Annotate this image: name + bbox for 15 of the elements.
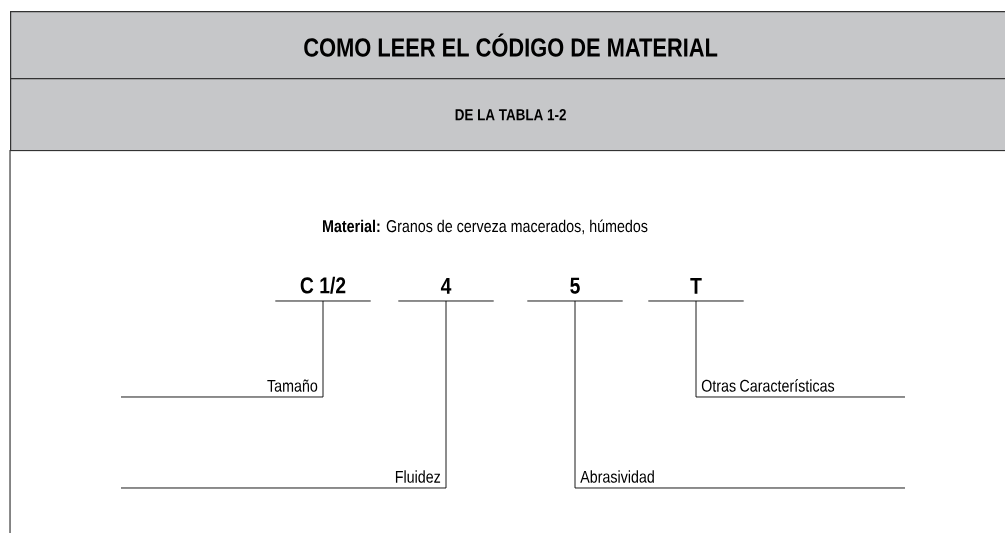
- label-underline: Abrasividad: [574, 470, 906, 489]
- subtitle-band: DE LA TABLA 1-2: [10, 78, 1005, 152]
- code-value: C 1/2: [274, 276, 372, 302]
- material-line: Material: Granos de cerveza macerados, húmedos: [323, 219, 648, 235]
- label-underline: Tamaño: [120, 379, 324, 398]
- code-value: 5: [526, 277, 624, 302]
- code-value: 4: [397, 277, 495, 302]
- label-underline: Fluidez: [120, 470, 447, 489]
- label-underline: Otras Características: [695, 379, 906, 398]
- code-value: T: [647, 277, 745, 302]
- title-band: COMO LEER EL CÓDIGO DE MATERIAL: [10, 11, 1005, 80]
- leader-line: [322, 300, 324, 398]
- leader-line: [574, 300, 576, 489]
- leader-line: [445, 300, 447, 489]
- leader-line: [695, 300, 697, 398]
